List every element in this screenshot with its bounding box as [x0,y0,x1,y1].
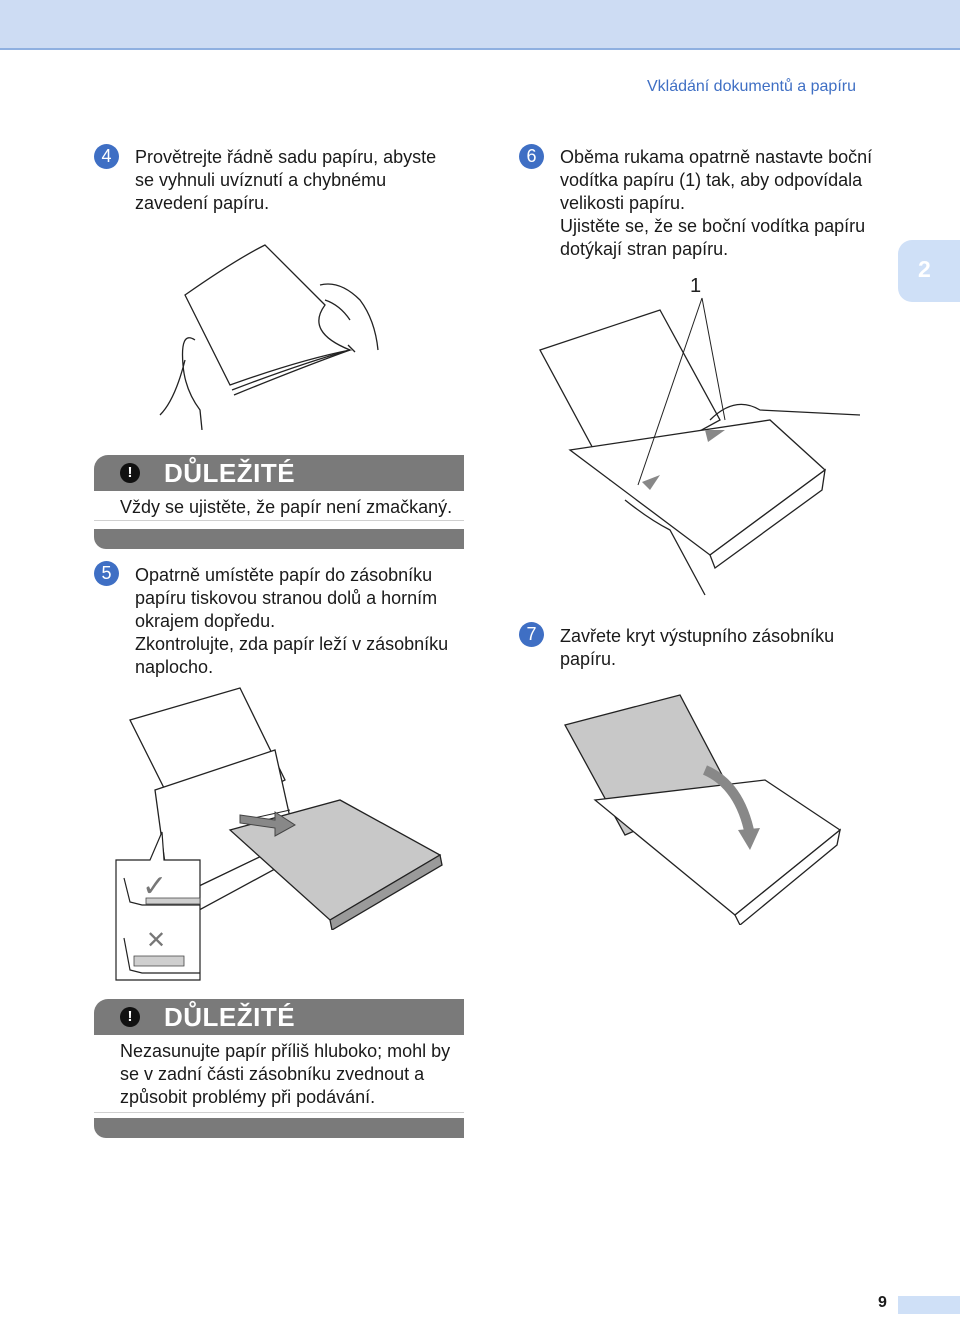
important-1-line: Vždy se ujistěte, že papír není zmačkaný… [120,497,453,517]
step-6-line: vodítka papíru (1) tak, aby odpovídala [560,170,863,190]
step-7-line: papíru. [560,649,617,669]
important-1-footer-bar [94,529,464,549]
callout-label: 1 [690,275,701,297]
exclamation-icon: ! [120,463,140,483]
step-6-line: dotýkají stran papíru. [560,239,729,259]
important-1-rule [94,520,464,521]
step-5-line: naplocho. [135,657,214,677]
close-cover-illustration [555,690,850,925]
running-header-title: Vkládání dokumentů a papíru [646,78,856,95]
important-2-line: se v zadní části zásobníku zvednout a [120,1064,425,1084]
important-2-header: ! DŮLEŽITÉ [94,999,464,1035]
step-5-line: okrajem dopředu. [135,611,276,631]
step-5-line: Opatrně umístěte papír do zásobníku [135,565,433,585]
step-4-line: zavedení papíru. [135,193,270,213]
inset-detail-illustration: ✓ ✕ [112,830,204,982]
important-1-text: Vždy se ujistěte, že papír není zmačkaný… [120,496,452,519]
chapter-tab: 2 [898,240,960,302]
step-6-line: Ujistěte se, že se boční vodítka papíru [560,216,866,236]
chapter-number: 2 [918,256,931,282]
step-5-line: papíru tiskovou stranou dolů a horním [135,588,438,608]
step-7-text: Zavřete kryt výstupního zásobníku papíru… [560,625,834,671]
page-number-bar [898,1296,960,1314]
important-2-text: Nezasunujte papír příliš hluboko; mohl b… [120,1040,450,1109]
step-4-text: Provětrejte řádně sadu papíru, abyste se… [135,146,436,215]
fanning-paper-illustration [150,240,400,430]
page-number: 9 [878,1294,887,1311]
step-4-line: Provětrejte řádně sadu papíru, abyste [135,147,437,167]
step-5-number: 5 [94,561,119,586]
step-6-line: velikosti papíru. [560,193,686,213]
important-2-footer-bar [94,1118,464,1138]
checkmark-icon: ✓ [142,869,167,904]
important-2-line: Nezasunujte papír příliš hluboko; mohl b… [120,1041,451,1061]
important-2-line: způsobit problémy při podávání. [120,1087,376,1107]
step-7-line: Zavřete kryt výstupního zásobníku [560,626,835,646]
step-4-number: 4 [94,144,119,169]
step-4-line: se vyhnuli uvíznutí a chybnému [135,170,387,190]
step-7-number: 7 [519,622,544,647]
header-bar [0,0,960,48]
cross-icon: ✕ [146,926,166,954]
important-2-title: DŮLEŽITÉ [164,1002,296,1032]
header-divider [0,48,960,50]
step-6-number: 6 [519,144,544,169]
side-guides-illustration: 1 [530,275,870,600]
important-1-title: DŮLEŽITÉ [164,458,296,488]
step-5-line: Zkontrolujte, zda papír leží v zásobníku [135,634,449,654]
step-6-line: Oběma rukama opatrně nastavte boční [560,147,873,167]
step-5-text: Opatrně umístěte papír do zásobníku papí… [135,564,448,679]
important-1-header: ! DŮLEŽITÉ [94,455,464,491]
step-6-text: Oběma rukama opatrně nastavte boční vodí… [560,146,872,261]
important-2-rule [94,1112,464,1113]
exclamation-icon: ! [120,1007,140,1027]
